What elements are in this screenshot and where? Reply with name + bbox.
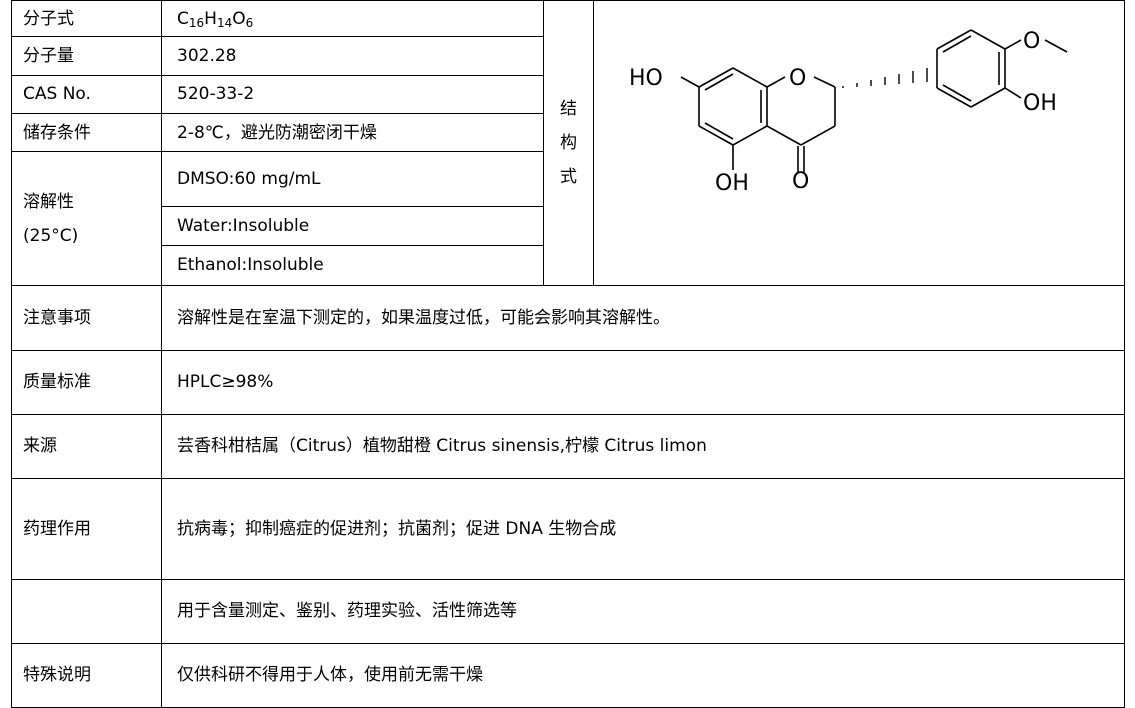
mw-label: 分子量: [11, 36, 162, 76]
special-value: 仅供科研不得用于人体，使用前无需干燥: [161, 642, 1125, 708]
structure-image-cell: HO O O OH OH O: [593, 0, 1125, 286]
row-special: 特殊说明 仅供科研不得用于人体，使用前无需干燥: [11, 642, 1125, 708]
row-solubility-ethanol: Ethanol:Insoluble: [12, 245, 1125, 286]
pharmacology-value: 抗病毒；抑制癌症的促进剂；抗菌剂；促进 DNA 生物合成: [161, 477, 1125, 580]
solubility-label-line2: (25°C): [23, 225, 79, 246]
row-storage: 储存条件 2-8℃，避光防潮密闭干燥: [11, 112, 1125, 153]
product-spec-table: 分子式 C16H14O6 结 构 式: [11, 0, 1125, 708]
solubility-ethanol: Ethanol:Insoluble: [161, 245, 544, 286]
solubility-label-line1: 溶解性: [23, 191, 74, 212]
atom-o-carbonyl: O: [792, 169, 809, 194]
row-quality: 质量标准 HPLC≥98%: [11, 349, 1125, 415]
quality-value: HPLC≥98%: [161, 349, 1125, 415]
source-label: 来源: [11, 413, 162, 479]
notes-label: 注意事项: [11, 284, 162, 351]
storage-value: 2-8℃，避光防潮密闭干燥: [161, 112, 544, 153]
row-notes: 注意事项 溶解性是在室温下测定的，如果温度过低，可能会影响其溶解性。: [11, 284, 1125, 351]
cas-label: CAS No.: [11, 74, 162, 115]
cas-value: 520-33-2: [161, 74, 544, 115]
atom-o-methoxy: O: [1023, 29, 1040, 54]
row-solubility-water: Water:Insoluble: [12, 205, 1125, 247]
solubility-label: 溶解性 (25°C): [11, 151, 162, 286]
row-mw: 分子量 302.28: [11, 36, 1125, 76]
formula-value: C16H14O6: [161, 0, 544, 38]
row-pharmacology: 药理作用 抗病毒；抑制癌症的促进剂；抗菌剂；促进 DNA 生物合成: [11, 477, 1125, 580]
atom-ho-left: HO: [629, 66, 663, 91]
special-label: 特殊说明: [11, 642, 162, 708]
formula-label: 分子式: [11, 0, 162, 38]
source-value: 芸香科柑桔属（Citrus）植物甜橙 Citrus sinensis,柠檬 Ci…: [161, 413, 1125, 479]
row-formula: 分子式 C16H14O6 结 构 式: [11, 0, 1125, 286]
row-solubility-dmso: 溶解性 (25°C) DMSO:60 mg/mL: [11, 151, 1125, 286]
usage-value: 用于含量测定、鉴别、药理实验、活性筛选等: [161, 578, 1125, 644]
storage-label: 储存条件: [11, 112, 162, 153]
mw-value: 302.28: [161, 36, 544, 76]
atom-oh-right: OH: [1023, 91, 1057, 116]
quality-label: 质量标准: [11, 349, 162, 415]
usage-label: [11, 578, 162, 644]
row-usage: 用于含量测定、鉴别、药理实验、活性筛选等: [11, 578, 1125, 644]
hesperetin-structure-diagram: HO O O OH OH O: [629, 29, 1068, 196]
pharmacology-label: 药理作用: [11, 477, 162, 580]
notes-value: 溶解性是在室温下测定的，如果温度过低，可能会影响其溶解性。: [161, 284, 1125, 351]
solubility-water: Water:Insoluble: [161, 205, 544, 247]
atom-oh-bottom: OH: [715, 171, 749, 196]
atom-o-ring: O: [789, 66, 806, 91]
structure-label: 结 构 式: [543, 0, 594, 286]
solubility-dmso: DMSO:60 mg/mL: [161, 151, 544, 207]
row-source: 来源 芸香科柑桔属（Citrus）植物甜橙 Citrus sinensis,柠檬…: [11, 413, 1125, 479]
